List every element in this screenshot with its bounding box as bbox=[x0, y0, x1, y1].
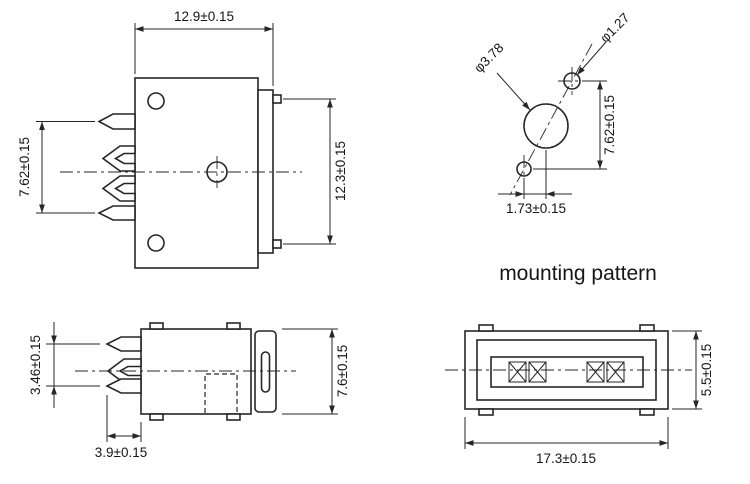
dim-pin-span: 7.62±0.15 bbox=[17, 121, 95, 214]
dim-horizontal-offset-label: 1.73±0.15 bbox=[506, 201, 566, 216]
side-flange bbox=[257, 89, 274, 254]
dim-pin-height-label: 3.46±0.15 bbox=[28, 335, 43, 395]
dim-vertical-pitch-label: 7.62±0.15 bbox=[602, 95, 617, 155]
face-tab-top-right bbox=[639, 324, 655, 332]
dim-face-height-label: 5.5±0.15 bbox=[699, 344, 714, 396]
flange-tab-top bbox=[272, 94, 282, 104]
mounting-hole-large bbox=[523, 103, 569, 149]
side-pin-3 bbox=[105, 378, 142, 394]
centerline-diagonal bbox=[509, 43, 593, 196]
boss-hole-bottom bbox=[147, 234, 165, 252]
side-pin-2 bbox=[106, 358, 142, 384]
dim-face-width-label: 17.3±0.15 bbox=[536, 451, 596, 466]
pin-4 bbox=[97, 205, 136, 221]
dim-face-width: 17.3±0.15 bbox=[464, 417, 669, 466]
dim-pin-span-label: 7.62±0.15 bbox=[17, 137, 32, 197]
dim-face-height: 5.5±0.15 bbox=[672, 330, 714, 410]
side-tab-top-right bbox=[226, 322, 241, 330]
leader-small-hole: φ1.27 bbox=[576, 10, 633, 76]
dim-width: 12.9±0.15 bbox=[134, 9, 274, 86]
face-tab-bottom-left bbox=[478, 408, 494, 416]
hidden-box bbox=[204, 373, 238, 413]
mounting-pattern-caption: mounting pattern bbox=[499, 262, 657, 285]
dim-pin-offset: 3.9±0.15 bbox=[95, 395, 147, 460]
face-tab-bottom-right bbox=[639, 408, 655, 416]
dim-height-label: 12.3±0.15 bbox=[333, 141, 348, 201]
side-pin-1 bbox=[105, 336, 142, 352]
side-tab-bottom-right bbox=[226, 413, 241, 421]
leader-large-hole: φ3.78 bbox=[471, 40, 531, 111]
dim-horizontal-offset: 1.73±0.15 bbox=[498, 150, 572, 216]
pin-3 bbox=[101, 175, 136, 202]
connector-body bbox=[134, 77, 259, 269]
side-tab-top-left bbox=[149, 322, 164, 330]
side-body bbox=[140, 328, 252, 415]
flange-slot bbox=[260, 351, 271, 393]
front-top-view: 12.9±0.15 7.62±0.15 12.3±0.15 bbox=[17, 9, 348, 269]
pin-2 bbox=[101, 145, 136, 172]
dim-body-height: 7.6±0.15 bbox=[282, 328, 350, 415]
dim-body-height-label: 7.6±0.15 bbox=[335, 345, 350, 397]
dim-width-label: 12.9±0.15 bbox=[174, 9, 234, 24]
front-face-view: 5.5±0.15 17.3±0.15 bbox=[445, 324, 714, 466]
dim-height: 12.3±0.15 bbox=[283, 98, 348, 245]
side-view: 3.46±0.15 3.9±0.15 7.6±0.15 bbox=[28, 322, 350, 460]
side-tab-bottom-left bbox=[149, 413, 164, 421]
boss-hole-top bbox=[147, 92, 165, 110]
face-tab-top-left bbox=[478, 324, 494, 332]
pin-1 bbox=[97, 113, 136, 130]
dim-pin-height: 3.46±0.15 bbox=[28, 322, 100, 408]
dim-pin-offset-label: 3.9±0.15 bbox=[95, 445, 147, 460]
tongue bbox=[490, 356, 644, 388]
large-hole-label: φ3.78 bbox=[471, 40, 506, 75]
side-flange-plate bbox=[254, 330, 277, 413]
dim-vertical-pitch: 7.62±0.15 bbox=[533, 80, 617, 170]
small-hole-label: φ1.27 bbox=[597, 10, 632, 45]
mounting-pattern-view: φ3.78 φ1.27 7.62±0.15 1.73±0.15 mounting… bbox=[471, 10, 657, 285]
contact-blocks bbox=[508, 361, 625, 383]
flange-tab-bottom bbox=[272, 239, 282, 249]
